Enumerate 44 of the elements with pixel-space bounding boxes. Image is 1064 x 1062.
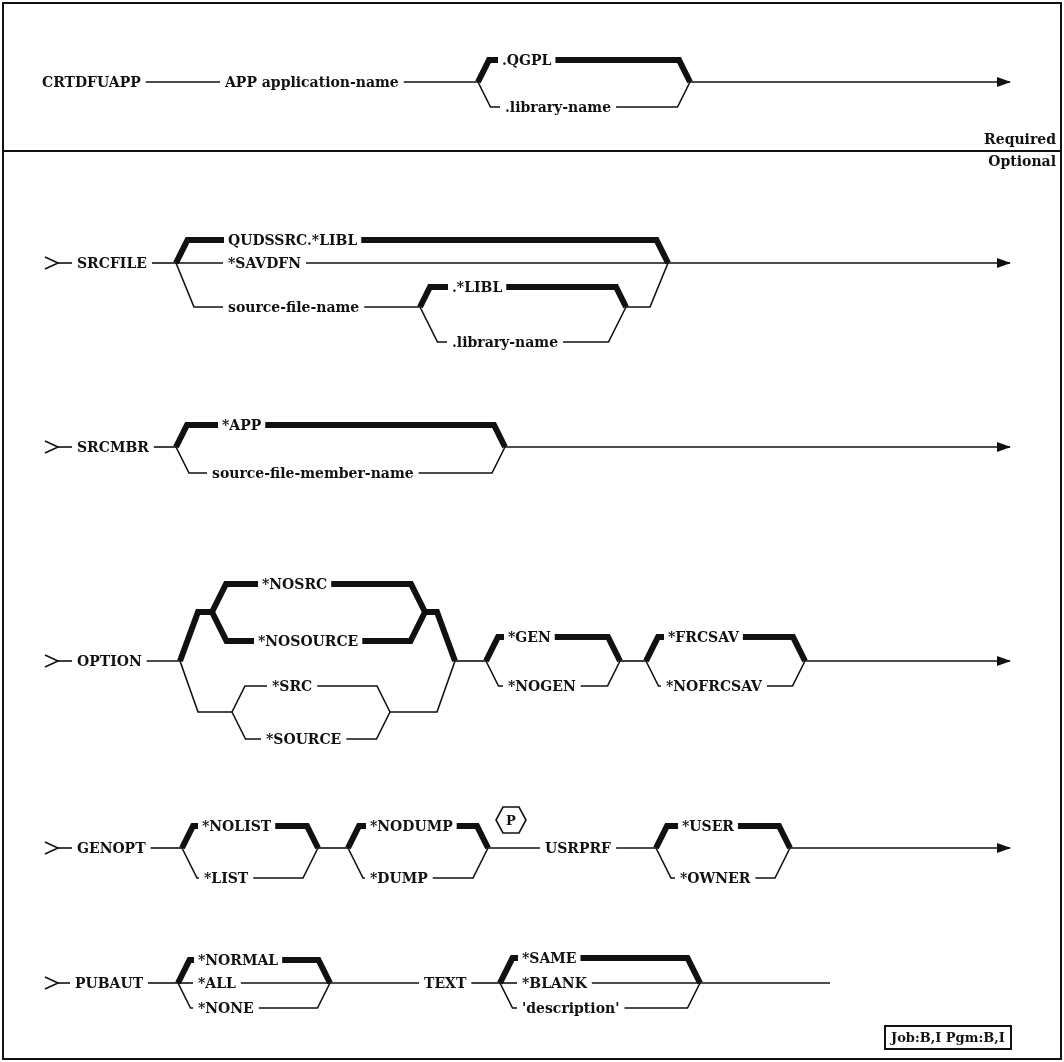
parameter-keyword: GENOPT [77,839,146,857]
value-option: *LIST [204,869,249,887]
parameter-keyword: USRPRF [545,839,612,857]
default-value: *GEN [508,628,551,646]
default-value: *NOSOURCE [258,632,359,650]
environment-note-box: Job:B,I Pgm:B,I [884,1025,1012,1050]
parameter-keyword: TEXT [424,974,467,992]
value-option: *ALL [198,974,236,992]
default-value: *NORMAL [198,951,279,969]
parameter-keyword: PUBAUT [75,974,144,992]
value-option: *DUMP [370,869,428,887]
command-keyword: CRTDFUAPP [42,73,141,91]
value-option: *SOURCE [266,730,342,748]
section-label: Required [984,130,1056,148]
default-value: *SAME [522,949,577,967]
parameter-keyword: SRCFILE [77,254,147,272]
syntax-section-panel [2,2,1062,152]
default-value: .QGPL [502,51,552,69]
value-option: .library-name [452,333,559,351]
value-option: source-file-name [228,298,360,316]
default-value: *APP [222,416,262,434]
value-option: 'description' [522,999,620,1017]
value-option: *BLANK [522,974,587,992]
value-option: *OWNER [680,869,751,887]
value-option: *NOGEN [508,677,576,695]
value-option: *NONE [198,999,254,1017]
value-option: .library-name [505,98,612,116]
section-label: Optional [988,152,1056,170]
positional-marker-hexagon: P [495,806,527,834]
parameter-keyword: OPTION [77,652,142,670]
default-value: *NOLIST [202,817,272,835]
default-value: *USER [682,817,734,835]
value-option: source-file-member-name [212,464,414,482]
value-option: *SRC [272,677,313,695]
parameter-keyword: APP application-name [225,73,399,91]
parameter-keyword: SRCMBR [77,438,149,456]
value-option: *NOFRCSAV [666,677,762,695]
default-value: *NOSRC [262,575,328,593]
default-value: .*LIBL [452,278,503,296]
value-option: *SAVDFN [228,254,301,272]
syntax-section-panel [2,150,1062,1060]
default-value: *FRCSAV [668,628,739,646]
default-value: QUDSSRC.*LIBL [228,231,358,249]
default-value: *NODUMP [370,817,453,835]
